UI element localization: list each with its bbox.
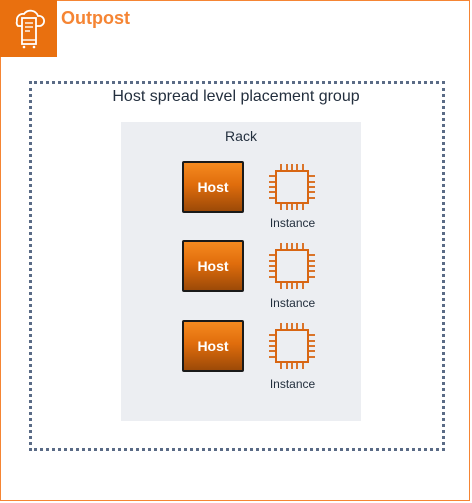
instance-label: Instance (269, 296, 316, 310)
outpost-server-icon (0, 0, 57, 57)
placement-group-border (29, 81, 445, 451)
placement-group-label: Host spread level placement group (112, 88, 360, 105)
rack-label: Rack (225, 128, 257, 144)
instance-label: Instance (269, 216, 316, 230)
instance-label: Instance (269, 377, 316, 391)
instance-chip-icon (266, 320, 318, 372)
host-box: Host (182, 161, 244, 213)
instance-chip-icon (266, 161, 318, 213)
host-box: Host (182, 320, 244, 372)
instance-chip-icon (266, 240, 318, 292)
outpost-title: Outpost (61, 8, 130, 28)
host-box: Host (182, 240, 244, 292)
